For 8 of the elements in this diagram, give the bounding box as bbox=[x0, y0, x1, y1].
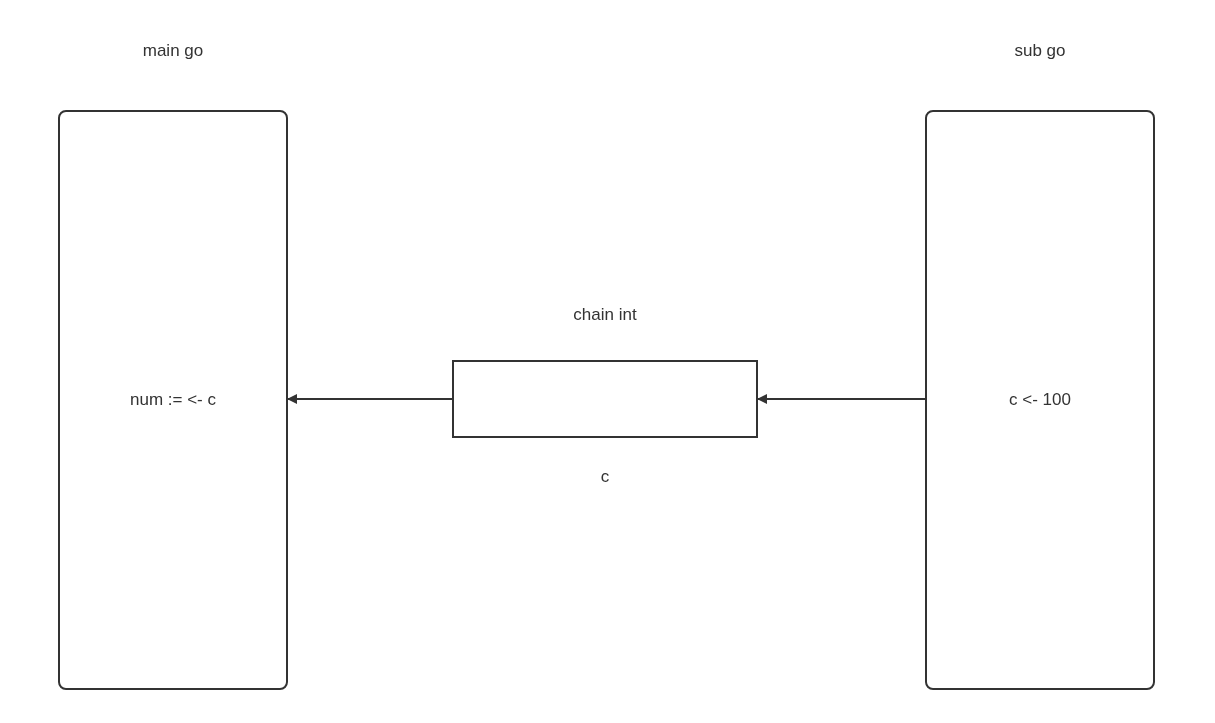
heading-text: main go bbox=[142, 42, 204, 59]
heading-text: chain int bbox=[573, 306, 637, 323]
caption-text: c bbox=[600, 468, 610, 485]
arrow bbox=[287, 394, 453, 404]
heading-text: sub go bbox=[1014, 42, 1066, 59]
code-text: num := <- c bbox=[130, 389, 216, 412]
code-text: c <- 100 bbox=[1009, 389, 1071, 412]
arrow bbox=[757, 394, 926, 404]
